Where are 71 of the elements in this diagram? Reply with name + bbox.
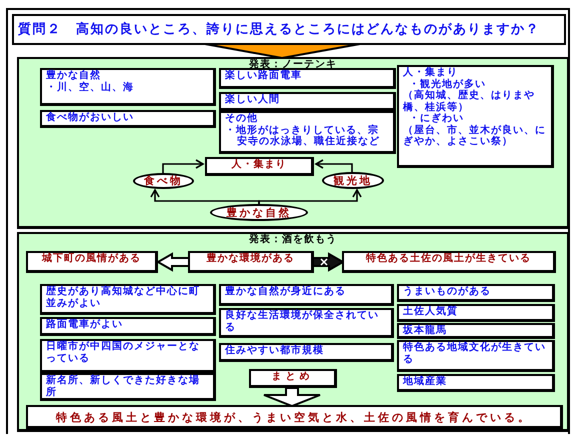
label-box xyxy=(26,251,158,273)
ellipse-text: 食べ物 xyxy=(144,174,183,188)
label-box xyxy=(342,251,556,273)
note-box xyxy=(397,284,555,302)
ellipse-text: 豊かな自然 xyxy=(226,206,292,220)
label-ellipse xyxy=(133,173,194,189)
note-text: 豊かな自然が身近にある xyxy=(225,286,347,298)
note-text: 特色ある地域文化が生きている xyxy=(403,342,547,365)
note-box xyxy=(40,110,216,128)
note-text: 住みやすい都市規模 xyxy=(225,345,325,356)
heading-text: 豊かな自然 xyxy=(46,70,102,82)
note-box xyxy=(397,323,555,339)
note-text: 楽しい路面電車 xyxy=(225,70,303,82)
note-text: 楽しい人間 xyxy=(225,94,281,106)
note-box xyxy=(40,373,216,401)
question-text: 質問２ 高知の良いところ、誇りに思えるところにはどんなものがありますか？ xyxy=(18,22,541,38)
note-text: 特色ある風土と豊かな環境が、うまい空気と水、土佐の風情を育んでいる。 xyxy=(54,412,533,424)
note-text: ・地形がはっきりしている、宗安寺の水泳場、職住近接など xyxy=(225,124,381,148)
arrow xyxy=(150,189,260,204)
block-arrow xyxy=(204,43,361,60)
note-text: （高知城、歴史、はりまや橋、桂浜等） xyxy=(403,90,536,113)
note-text: 歴史があり高知城など中心に町並みがよい xyxy=(46,286,201,309)
note-box xyxy=(219,284,394,306)
note-text: 豊かな環境がある xyxy=(206,253,296,264)
note-box xyxy=(219,308,394,338)
note-box xyxy=(397,65,554,168)
label-box xyxy=(26,405,563,429)
note-box xyxy=(40,284,216,315)
note-box xyxy=(397,374,555,392)
panel-heading: 発表：酒を飲もう xyxy=(248,234,338,245)
note-text: 人・集まり xyxy=(230,159,288,170)
question-box xyxy=(12,14,566,45)
note-box xyxy=(40,339,216,373)
note-box xyxy=(40,317,216,336)
heading-text: 人・集まり xyxy=(403,67,459,78)
note-text: 路面電車がよい xyxy=(46,319,124,330)
block-arrow xyxy=(263,387,321,408)
label-box xyxy=(205,157,314,176)
arrow xyxy=(162,159,204,173)
note-text: まとめ xyxy=(270,371,314,382)
note-text: ・にぎわい xyxy=(408,113,465,124)
arrow xyxy=(258,189,362,204)
note-box xyxy=(397,304,555,322)
note-text: ・観光地が多い xyxy=(408,78,487,90)
panel-heading: 発表：ノーテンキ xyxy=(248,59,338,70)
note-box xyxy=(397,340,555,372)
panel xyxy=(17,57,570,229)
note-text: 新名所、新しくできた好きな場所 xyxy=(46,375,201,398)
label-box xyxy=(249,369,337,388)
note-text: うまいものがある xyxy=(403,286,492,298)
note-text: 良好な生活環境が保全されている xyxy=(225,310,380,333)
note-text: 特色ある土佐の風土が生きている xyxy=(364,253,532,264)
note-text: 地域産業 xyxy=(403,376,448,388)
note-text: ・川、空、山、海 xyxy=(46,82,135,93)
label-box xyxy=(188,251,314,273)
note-box xyxy=(40,68,216,106)
note-text: 坂本龍馬 xyxy=(403,325,448,336)
note-box xyxy=(219,92,396,111)
panel xyxy=(17,232,570,432)
note-box xyxy=(219,68,396,89)
note-text: 食べ物がおいしい xyxy=(46,112,135,124)
block-arrow xyxy=(156,252,190,272)
note-text: 日曜市が中四国のメジャーとなっている xyxy=(46,341,201,364)
ellipse-text: 観光地 xyxy=(334,174,372,188)
note-text: 城下町の風情がある xyxy=(40,253,142,264)
arrow xyxy=(315,159,353,172)
note-box xyxy=(219,111,396,154)
note-box xyxy=(219,343,394,362)
heading-text: その他 xyxy=(225,113,259,124)
note-text: 土佐人気質 xyxy=(403,306,459,318)
note-text: （屋台、市、並木が良い、にぎやか、よさこい祭） xyxy=(403,124,547,148)
